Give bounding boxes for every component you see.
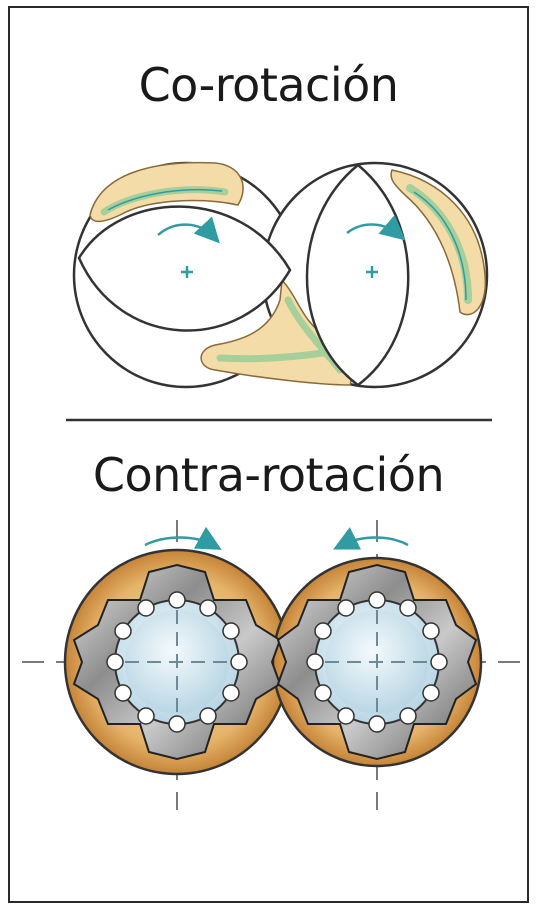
contra-rotation-diagram (22, 520, 528, 810)
rotation-arrow-icon (342, 538, 408, 546)
rotation-arrow-icon (145, 538, 213, 546)
co-rotation-diagram (74, 163, 487, 387)
